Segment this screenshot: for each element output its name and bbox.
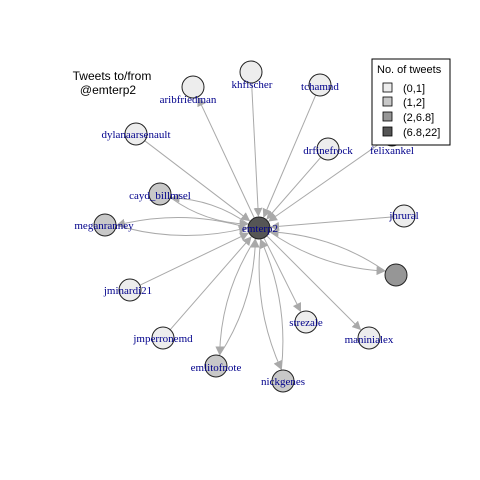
edge-tchamnd-to-emterp2	[262, 94, 317, 218]
edge-felixankel-to-emterp2	[268, 140, 384, 222]
node-label-jminardi21: jminardi21	[103, 285, 152, 297]
node-tchamnd	[308, 73, 332, 97]
legend: No. of tweets (0,1] (1,2] (2,6.8] (6.8,2…	[371, 58, 451, 146]
edge-emterp2-to-strezale	[263, 237, 302, 313]
node-aribfriedman	[181, 75, 205, 99]
node-strezale	[294, 310, 318, 334]
node-jhrural	[392, 204, 416, 228]
node-nickgenes	[271, 369, 295, 393]
legend-label: (2,6.8]	[403, 112, 434, 124]
node-label-aribfriedman: aribfriedman	[160, 94, 217, 106]
edge-jminardi21-to-emterp2	[139, 232, 250, 286]
legend-label: (6.8,22]	[403, 127, 440, 139]
node-emlitofnote	[204, 354, 228, 378]
node-unlabeled	[384, 263, 408, 287]
edge-dylanaarsenault-to-emterp2	[144, 140, 251, 222]
node-label-meganranney: meganranney	[74, 220, 134, 232]
edge-drfinefrock-to-emterp2	[266, 156, 322, 220]
edge-emterp2-to-maninialex	[266, 235, 362, 331]
node-label-dylanaarsenault: dylanaarsenault	[101, 129, 170, 141]
node-label-tchamnd: tchamnd	[301, 81, 339, 93]
node-cayd_billmsel	[148, 182, 172, 206]
edge-unlabeled-to-emterp2	[269, 227, 386, 272]
edge-jmperronemd-to-emterp2	[169, 236, 252, 331]
node-jmperronemd	[151, 326, 175, 350]
edge-meganranney-to-emterp2	[115, 224, 248, 236]
node-khfischer	[239, 60, 263, 84]
node-dylanaarsenault	[124, 122, 148, 146]
legend-swatch	[382, 96, 393, 107]
nodes-layer	[93, 60, 416, 393]
node-emterp2	[247, 216, 271, 240]
legend-label: (1,2]	[403, 97, 425, 109]
node-maninialex	[357, 326, 381, 350]
edges-layer	[115, 82, 394, 371]
node-jminardi21	[118, 278, 142, 302]
edge-khfischer-to-emterp2	[251, 82, 263, 217]
legend-label: (0,1]	[403, 83, 425, 95]
edge-jhrural-to-emterp2	[270, 216, 394, 231]
title-line-1: Tweets to/from	[73, 69, 152, 83]
node-label-nickgenes: nickgenes	[261, 376, 305, 388]
legend-swatch	[382, 126, 393, 137]
edge-emterp2-to-emlitofnote	[215, 238, 257, 356]
node-meganranney	[93, 213, 117, 237]
edge-emterp2-to-unlabeled	[269, 231, 386, 276]
node-label-cayd_billmsel: cayd_billmsel	[129, 190, 191, 202]
edge-emterp2-to-nickgenes	[258, 238, 282, 370]
edge-emterp2-to-cayd_billmsel	[170, 193, 249, 225]
legend-title: No. of tweets	[377, 64, 442, 76]
node-label-strezale: strezale	[289, 317, 323, 329]
node-label-felixankel: felixankel	[370, 145, 414, 157]
edge-emterp2-to-meganranney	[116, 217, 249, 229]
node-label-drfinefrock: drfinefrock	[303, 145, 353, 157]
title-line-2: @emterp2	[80, 83, 137, 97]
legend-swatch	[382, 111, 393, 122]
node-label-emlitofnote: emlitofnote	[191, 362, 242, 374]
node-label-jhrural: jhrural	[388, 210, 418, 222]
edge-nickgenes-to-emterp2	[260, 239, 284, 371]
node-label-jmperronemd: jmperronemd	[132, 333, 193, 345]
labels-layer: emterp2 aribfriedman khfischer tchamnd dylan…	[74, 79, 418, 388]
edge-emlitofnote-to-emterp2	[218, 238, 260, 356]
edge-emterp2-to-aribfriedman	[197, 97, 255, 219]
node-label-emterp2: emterp2	[242, 223, 278, 235]
graph-title: Tweets to/from @emterp2	[73, 69, 152, 97]
node-drfinefrock	[316, 137, 340, 161]
legend-swatch	[382, 82, 393, 93]
node-label-khfischer: khfischer	[232, 79, 273, 91]
node-label-maninialex: maninialex	[345, 334, 394, 346]
